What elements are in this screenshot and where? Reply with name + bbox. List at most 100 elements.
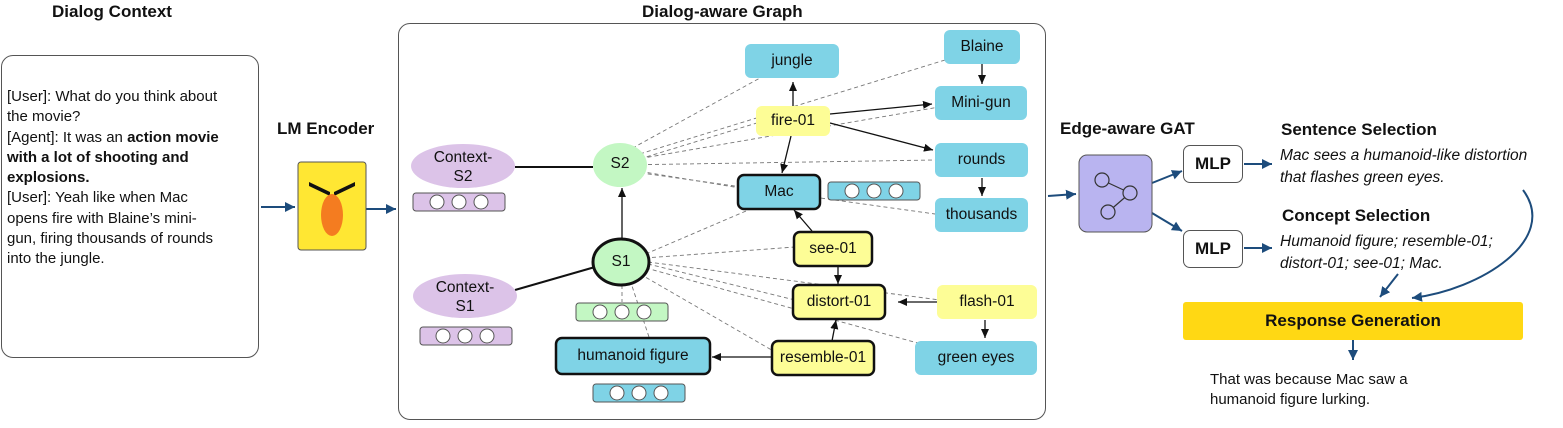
dialog-line: explosions. — [7, 169, 90, 187]
node-minigun — [935, 86, 1027, 120]
header-lm-encoder: LM Encoder — [277, 119, 375, 138]
arrow-graph-to-gat — [1047, 189, 1077, 200]
dashed-edge — [619, 167, 741, 189]
s2-dashed-edges — [619, 59, 946, 215]
agent-bold: action movie — [127, 128, 219, 146]
header-dialog-graph: Dialog-aware Graph — [642, 2, 803, 21]
label-context-s1: Context- S1 — [413, 278, 517, 316]
label-see: see-01 — [809, 240, 857, 257]
header-concept-selection: Concept Selection — [1282, 206, 1431, 225]
dashed-edge — [644, 246, 796, 259]
edge-see-mac — [793, 209, 813, 232]
edge-fire-mac — [780, 135, 792, 174]
context-s2-line: Context- — [433, 149, 493, 166]
dialog-line: with a lot of shooting and — [7, 148, 189, 166]
dialog-graph-box — [398, 23, 1046, 420]
dialog-line: gun, firing thousands of rounds — [7, 230, 213, 248]
concept-selection-output: Humanoid figure; resemble-01; distort-01… — [1280, 231, 1493, 275]
embedding-vectors — [412, 181, 921, 403]
label-minigun: Mini-gun — [951, 94, 1011, 111]
graph-edges — [514, 64, 989, 361]
dialog-line: the movie? — [7, 108, 81, 126]
arrow-gat-to-mlp1 — [1151, 170, 1183, 184]
label-jungle: jungle — [771, 52, 813, 69]
s1-dashed-edges — [619, 204, 941, 353]
sentence-line: that flashes green eyes. — [1280, 169, 1445, 186]
dashed-edge — [619, 204, 761, 266]
dialog-line: into the jungle. — [7, 250, 105, 268]
dashed-edge — [647, 263, 796, 301]
dialog-line: [User]: What do you think about — [7, 88, 218, 105]
label-mac: Mac — [764, 183, 794, 200]
node-resemble — [770, 339, 876, 377]
dashed-edge — [647, 261, 941, 301]
sentence-line: Mac sees a humanoid-like distortion — [1280, 147, 1528, 164]
label-humanoid: humanoid figure — [577, 347, 689, 364]
gat-icon — [1078, 154, 1153, 233]
node-rounds — [935, 143, 1028, 177]
embedding-context-s1 — [419, 326, 513, 346]
header-sentence-selection: Sentence Selection — [1281, 120, 1437, 139]
node-mac — [736, 173, 822, 211]
concept-line: distort-01; see-01; Mac. — [1280, 255, 1443, 272]
s2-node — [593, 143, 647, 187]
response-generation-box: Response Generation — [1183, 302, 1523, 340]
context-s1-node — [413, 274, 517, 318]
arrow-gat-to-mlp2 — [1151, 212, 1183, 232]
node-thousands — [935, 198, 1028, 232]
context-s2-node — [411, 144, 515, 188]
sentence-selection-output: Mac sees a humanoid-like distortion that… — [1280, 145, 1527, 189]
context-s1-line: S1 — [455, 298, 475, 315]
node-see — [792, 230, 874, 268]
agent-prefix: [Agent]: It was an — [7, 128, 128, 146]
generated-response: That was because Mac saw a humanoid figu… — [1210, 370, 1408, 410]
edge-fire-rounds — [829, 122, 934, 152]
label-green-eyes: green eyes — [937, 349, 1015, 366]
node-blaine — [944, 30, 1020, 64]
arrow-sentence-to-generation — [1411, 189, 1534, 302]
label-rounds: rounds — [957, 151, 1006, 168]
embedding-mac — [827, 181, 921, 201]
node-distort — [791, 283, 887, 321]
node-flash — [937, 285, 1037, 319]
embedding-s1 — [575, 302, 669, 322]
header-dialog-context: Dialog Context — [52, 2, 172, 21]
mlp-sentence: MLP — [1183, 145, 1243, 183]
dashed-edge — [619, 77, 761, 156]
context-s1-line: Context- — [435, 279, 495, 296]
sentence-nodes — [411, 143, 651, 318]
label-fire: fire-01 — [771, 112, 815, 129]
label-s2: S2 — [610, 155, 630, 172]
concept-line: Humanoid figure; resemble-01; — [1280, 233, 1493, 250]
dashed-edge — [645, 267, 926, 346]
lm-encoder-icon — [297, 161, 367, 251]
dashed-edge — [619, 159, 936, 166]
arrow-concept-to-generation — [1379, 273, 1399, 298]
response-line: humanoid figure lurking. — [1210, 391, 1371, 408]
mlp-concept: MLP — [1183, 230, 1243, 268]
response-line: That was because Mac saw a — [1210, 371, 1408, 388]
label-distort: distort-01 — [806, 293, 872, 310]
node-jungle — [745, 44, 839, 78]
label-thousands: thousands — [945, 206, 1018, 223]
dialog-line: [Agent]: It was an action movie — [7, 128, 257, 148]
label-flash: flash-01 — [959, 293, 1015, 310]
dialog-line: opens fire with Blaine’s mini- — [7, 209, 197, 227]
dashed-edge — [639, 273, 776, 353]
node-fire — [756, 106, 830, 136]
label-s1: S1 — [611, 253, 631, 270]
edge-context-s1 — [514, 266, 596, 291]
label-context-s2: Context- S2 — [411, 148, 515, 186]
embedding-humanoid — [592, 383, 686, 403]
edge-fire-minigun — [829, 100, 933, 115]
dialog-text: [User]: What do you think about the movi… — [7, 87, 257, 270]
header-edge-gat: Edge-aware GAT — [1060, 119, 1195, 138]
flow-arrows — [261, 159, 1534, 360]
edge-resemble-distort — [830, 319, 839, 342]
dialog-context-box — [1, 55, 259, 358]
node-green-eyes — [915, 341, 1037, 375]
dialog-line: [User]: Yeah like when Mac — [7, 189, 188, 207]
node-humanoid — [554, 336, 712, 376]
